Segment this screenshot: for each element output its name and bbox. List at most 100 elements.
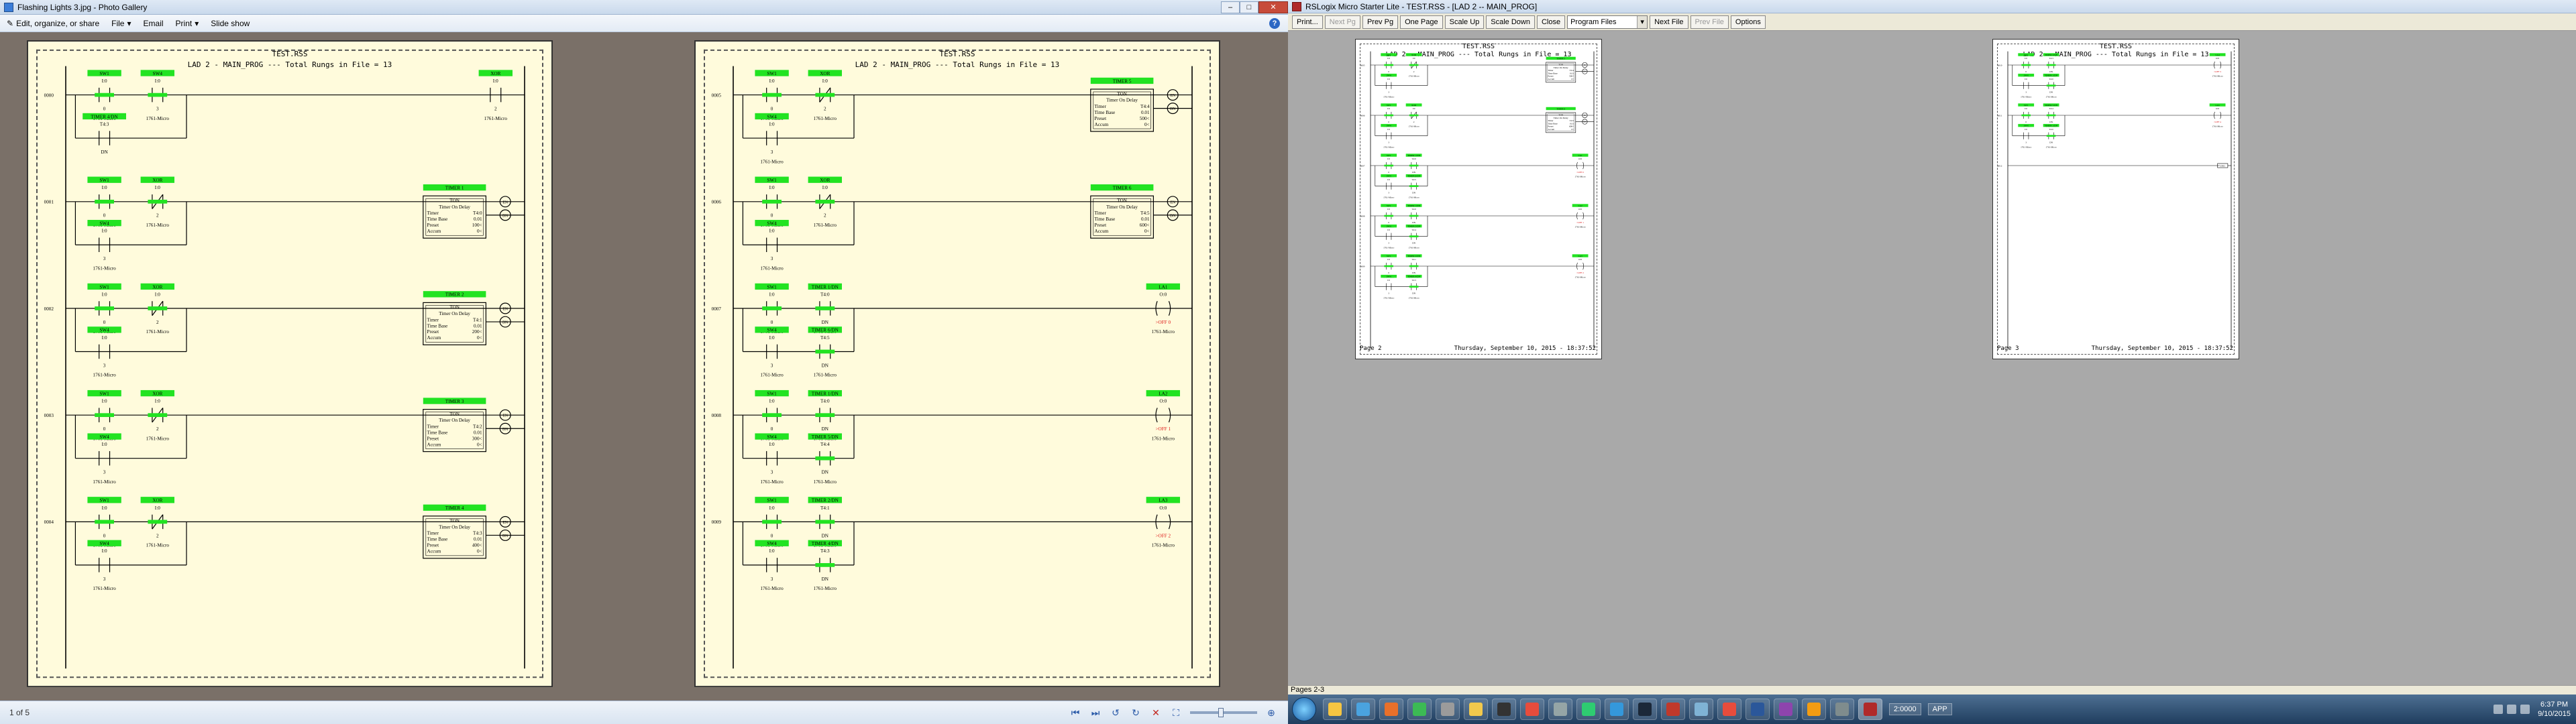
tag-label: XOR: [1411, 54, 1417, 56]
page-number: Page 2: [1360, 345, 1382, 352]
processor-label: 1761-Micro: [1383, 196, 1395, 198]
ton-field-label: Accum: [427, 335, 441, 341]
energized-marker: [815, 456, 835, 461]
tray-flag-icon[interactable]: [2520, 705, 2530, 714]
processor-label: 1761-Micro: [93, 479, 116, 485]
ton-block-inner: [425, 518, 484, 556]
terminal-taskbar-button[interactable]: [1492, 699, 1516, 720]
tag-highlight: [2043, 103, 2059, 107]
zoom-in-icon[interactable]: ⊕: [1267, 707, 1275, 718]
scale-down-button[interactable]: Scale Down: [1486, 15, 1535, 29]
tag-highlight: [1405, 204, 1422, 207]
media-player-taskbar-button[interactable]: [1351, 699, 1375, 720]
chart-taskbar-button[interactable]: [1576, 699, 1601, 720]
view-select[interactable]: Program Files: [1567, 15, 1648, 29]
tag-highlight: [755, 220, 789, 227]
zoom-slider-knob[interactable]: [1218, 708, 1224, 717]
tag-highlight: [2018, 53, 2035, 56]
ton-field-value: 100<: [472, 223, 482, 228]
one-page-button[interactable]: One Page: [1400, 15, 1443, 29]
ton-subtitle: Timer On Delay: [1106, 98, 1138, 103]
close-preview-button[interactable]: Close: [1536, 15, 1566, 29]
next-file-button[interactable]: Next File: [1650, 15, 1688, 29]
menu-email[interactable]: Email: [143, 18, 164, 28]
tag-label: LA1: [1159, 284, 1168, 290]
steam-taskbar-button[interactable]: [1633, 699, 1657, 720]
paint-taskbar-button[interactable]: [1520, 699, 1544, 720]
tag-label: SW4: [1387, 225, 1391, 227]
settings-taskbar-button[interactable]: [1548, 699, 1572, 720]
tray-volume-icon[interactable]: [2507, 705, 2517, 714]
menu-print[interactable]: Print▾: [175, 18, 199, 28]
coil-label: DN: [1170, 107, 1176, 111]
processor-label: 1761-Micro: [2045, 145, 2057, 148]
dolphin-taskbar-button[interactable]: [1605, 699, 1629, 720]
tool-taskbar-button[interactable]: [1774, 699, 1798, 720]
image-counter: 1 of 5: [9, 708, 30, 717]
chrome-taskbar-button[interactable]: [1407, 699, 1432, 720]
menu-file[interactable]: File▾: [111, 18, 131, 28]
maximize-button[interactable]: □: [1240, 1, 1258, 13]
word-taskbar-button[interactable]: [1746, 699, 1770, 720]
contact-bit: 3: [771, 363, 773, 368]
tag-label: SW1: [767, 498, 777, 503]
ton-subtitle: Timer On Delay: [439, 418, 470, 423]
contact-bit: DN: [1412, 221, 1415, 224]
energized-marker: [1384, 164, 1393, 167]
processor-label: 1761-Micro: [814, 223, 837, 228]
ton-field-label: Timer: [427, 531, 439, 536]
rotate-left-icon[interactable]: ↺: [1112, 707, 1120, 718]
output-address: O:0: [1578, 258, 1582, 261]
rotate-right-icon[interactable]: ↻: [1132, 707, 1140, 718]
rslogix-taskbar-button[interactable]: [1858, 699, 1882, 720]
fit-icon[interactable]: ⛶: [1173, 707, 1179, 718]
clock[interactable]: 6:37 PM 9/10/2015: [2538, 700, 2571, 719]
energized-marker: [95, 306, 114, 310]
ton-block-inner: [1093, 198, 1151, 236]
ton-field-label: Preset: [427, 436, 439, 441]
minimize-button[interactable]: –: [1221, 1, 1240, 13]
output-coil: [1576, 262, 1584, 270]
tray-network-icon[interactable]: [2493, 705, 2504, 714]
next-page-button[interactable]: Next Pg: [1324, 15, 1360, 29]
taskbar-extra-2[interactable]: APP: [1927, 703, 1952, 715]
close-button[interactable]: ✕: [1258, 1, 1288, 13]
processor-label: 1761-Micro: [1574, 276, 1586, 279]
prev-file-button[interactable]: Prev File: [1690, 15, 1729, 29]
previous-icon[interactable]: ⏮: [1071, 707, 1080, 718]
ton-title: TON: [449, 412, 460, 417]
contact-address: I:0: [1387, 279, 1390, 282]
firefox-taskbar-button[interactable]: [1379, 699, 1403, 720]
tag-highlight: [808, 283, 842, 290]
photo-gallery-taskbar-button[interactable]: [1689, 699, 1713, 720]
notepad-taskbar-button[interactable]: [1436, 699, 1460, 720]
acrobat-taskbar-button[interactable]: [1661, 699, 1685, 720]
delete-icon[interactable]: ✕: [1152, 707, 1160, 718]
contact-bit: 3: [156, 107, 159, 112]
options-button[interactable]: Options: [1730, 15, 1766, 29]
output-off-note: >OFF 0: [1576, 171, 1584, 174]
coil-label: EN: [502, 414, 508, 418]
zoom-slider[interactable]: [1190, 708, 1257, 717]
start-button[interactable]: [1292, 697, 1316, 721]
menu-slideshow[interactable]: Slide show: [211, 18, 250, 28]
windows-explorer-taskbar-button[interactable]: [1323, 699, 1347, 720]
tag-label: TIMER 2/DN: [812, 498, 839, 503]
next-icon[interactable]: ⏭: [1091, 707, 1100, 718]
taskbar-extra-1[interactable]: 2:0000: [1889, 703, 1921, 715]
menu-edit-organize[interactable]: ✎Edit, organize, or share: [7, 18, 100, 28]
calculator-taskbar-button[interactable]: [1830, 699, 1854, 720]
energized-marker: [1384, 265, 1393, 267]
rung-number: 0003: [44, 413, 54, 418]
pdf-taskbar-button[interactable]: [1717, 699, 1741, 720]
contact-address: I:0: [1387, 78, 1390, 80]
vlc-taskbar-button[interactable]: [1802, 699, 1826, 720]
energized-marker: [1409, 114, 1419, 117]
prev-page-button[interactable]: Prev Pg: [1362, 15, 1399, 29]
help-icon[interactable]: ?: [1269, 17, 1280, 29]
energized-marker: [1409, 185, 1419, 187]
print-button[interactable]: Print...: [1292, 15, 1323, 29]
folder-taskbar-button[interactable]: [1464, 699, 1488, 720]
scale-up-button[interactable]: Scale Up: [1444, 15, 1485, 29]
